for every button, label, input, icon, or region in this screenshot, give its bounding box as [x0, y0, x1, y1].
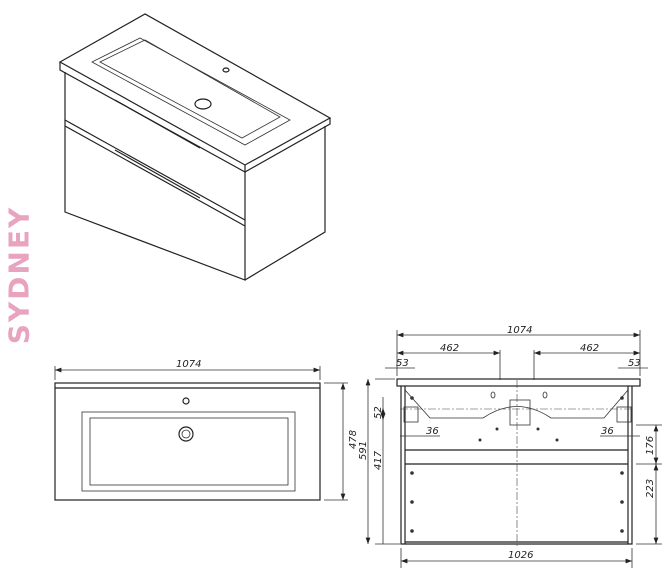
dim-top-depth: 478: [348, 430, 359, 449]
dim-top-gap: 52: [373, 406, 384, 419]
isometric-view: [58, 13, 332, 281]
dim-cabinet-width: 1026: [508, 550, 533, 561]
dim-top-width: 1074: [176, 359, 201, 370]
dim-left-edge: 53: [396, 358, 409, 369]
dim-left-inset: 36: [426, 426, 439, 437]
dim-left-offset: 462: [440, 343, 459, 354]
dim-right-offset: 462: [580, 343, 599, 354]
dim-overall-width: 1074: [507, 325, 532, 336]
dim-right-edge: 53: [628, 358, 641, 369]
dim-cabinet-height: 417: [373, 450, 384, 470]
top-view: 1074 478: [54, 359, 359, 501]
front-view: 1074 462 462 53 53 591 417 52 36 36 176 …: [358, 325, 662, 568]
dim-lower-drawer: 223: [645, 479, 656, 498]
dim-total-height: 591: [358, 441, 369, 460]
dim-upper-drawer: 176: [645, 436, 656, 455]
dim-right-inset: 36: [601, 426, 614, 437]
